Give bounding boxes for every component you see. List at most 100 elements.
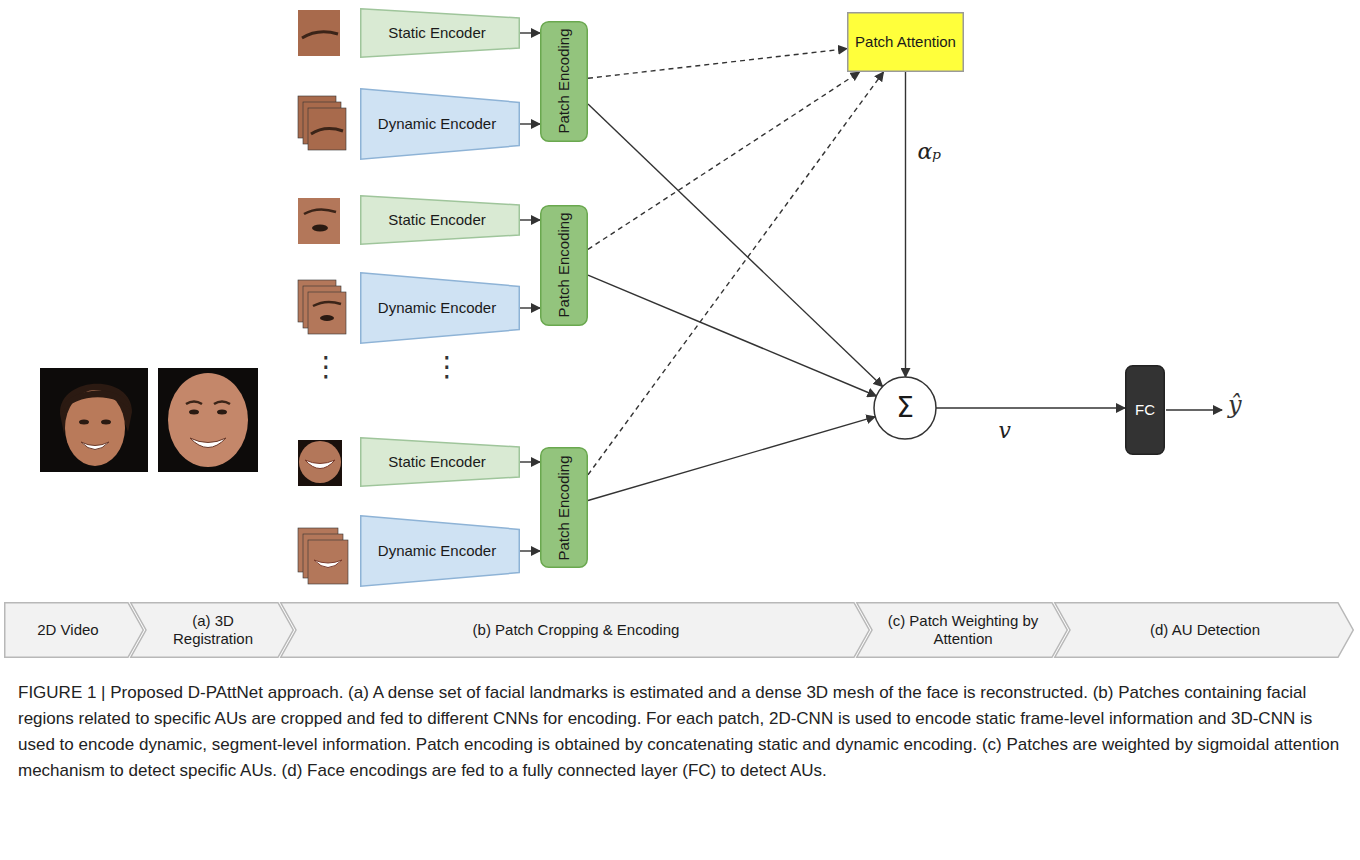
static-encoder: Static Encoder	[360, 437, 520, 487]
registered-face-part	[168, 373, 248, 467]
pipeline-step: (a) 3D Registration	[130, 602, 294, 658]
dynamic-patch-mouth-part	[314, 560, 342, 568]
dynamic-patch-eye-part	[308, 292, 346, 334]
node-label: 2D Video	[37, 621, 98, 639]
output-symbol: ŷ	[1228, 392, 1242, 418]
pipeline-step: (d) AU Detection	[1054, 602, 1354, 658]
node-label: Dynamic Encoder	[378, 542, 496, 560]
ellipsis-dots: ⋮	[312, 352, 340, 383]
input-face-photo-part	[60, 390, 132, 414]
dynamic-patch-brow-part	[308, 108, 346, 150]
figure-caption: FIGURE 1 | Proposed D-PAttNet approach. …	[18, 680, 1340, 784]
connector-arrow	[588, 275, 876, 396]
edge-label: v	[997, 418, 1013, 443]
shape-outline	[131, 603, 294, 658]
node-label: Dynamic Encoder	[378, 299, 496, 317]
output-arrow	[1166, 410, 1222, 411]
node-label: Static Encoder	[388, 24, 486, 42]
box-outline	[541, 205, 588, 325]
sum-circle: Σ	[873, 376, 937, 440]
shape-outline	[281, 603, 870, 658]
patch-encoding-box: Patch Encoding	[540, 205, 588, 326]
node-label: Static Encoder	[388, 453, 486, 471]
connector-arrow	[588, 49, 847, 79]
registered-face-part	[189, 410, 199, 415]
edge-label: αₚ	[916, 139, 944, 164]
shape-outline	[361, 89, 520, 160]
node-label: Patch Encoding	[555, 455, 573, 560]
node-label: Patch Attention	[855, 33, 956, 51]
node-label: FC	[1135, 401, 1155, 419]
pipeline-step: (c) Patch Weighting by Attention	[856, 602, 1068, 658]
dynamic-patch-eye-part	[320, 315, 334, 321]
static-patch-brow-part	[298, 10, 340, 56]
connector-arrow	[588, 417, 875, 501]
node-label: (b) Patch Cropping & Encoding	[473, 621, 680, 639]
dynamic-patch-eye-part	[313, 302, 341, 306]
node-label: Static Encoder	[388, 211, 486, 229]
dynamic-encoder: Dynamic Encoder	[360, 272, 520, 344]
shape-outline	[361, 196, 520, 245]
input-face-photo-part	[81, 442, 109, 450]
registered-face-part	[217, 410, 227, 415]
node-label: Patch Encoding	[555, 212, 573, 317]
ellipsis-dots: ⋮	[433, 352, 461, 383]
connector-arrow	[588, 104, 883, 387]
connector-arrow	[520, 32, 540, 33]
connector-arrow	[520, 123, 540, 124]
shape-outline	[857, 603, 1068, 658]
pipeline-step: 2D Video	[4, 602, 144, 658]
node-label: (c) Patch Weighting by Attention	[880, 612, 1046, 648]
node-label: Σ	[896, 391, 914, 425]
box-outline	[541, 448, 588, 568]
shape-outline	[361, 516, 520, 587]
connector-arrow	[936, 407, 1125, 408]
connector-arrow	[520, 550, 540, 551]
node-label: Patch Encoding	[555, 28, 573, 133]
registered-face	[158, 368, 258, 472]
registered-face-part	[214, 402, 230, 405]
shape-outline	[361, 438, 520, 487]
dynamic-patch-mouth	[298, 528, 348, 584]
input-face-photo	[40, 368, 148, 472]
static-patch-mouth-part	[299, 441, 341, 483]
patch-attention-box: Patch Attention	[847, 12, 964, 72]
circle-outline	[874, 377, 936, 439]
shape-outline	[361, 273, 520, 344]
box-outline	[541, 21, 588, 141]
patch-encoding-box: Patch Encoding	[540, 21, 588, 142]
registered-face-part	[186, 402, 202, 405]
input-face-photo-part	[40, 368, 148, 472]
static-patch-eye	[298, 198, 340, 244]
box-outline	[848, 13, 964, 72]
input-face-photo-part	[101, 420, 111, 425]
dynamic-patch-mouth-part	[308, 540, 348, 584]
connector-arrow	[520, 461, 540, 462]
static-encoder: Static Encoder	[360, 8, 520, 58]
static-patch-mouth-part	[305, 460, 335, 469]
dynamic-patch-brow	[298, 96, 346, 150]
static-patch-eye-part	[304, 209, 336, 214]
shape-outline	[361, 9, 520, 58]
dynamic-patch-eye	[298, 280, 346, 334]
dynamic-encoder: Dynamic Encoder	[360, 88, 520, 160]
patch-encoding-box: Patch Encoding	[540, 447, 588, 568]
static-patch-brow-part	[302, 32, 338, 38]
box-outline	[1126, 366, 1165, 455]
connector-arrow	[905, 72, 906, 377]
connector-arrow	[520, 219, 540, 220]
connector-arrow	[588, 72, 883, 475]
node-label: Dynamic Encoder	[378, 115, 496, 133]
output-arrow-part	[1166, 409, 1222, 410]
connector-arrow	[520, 307, 540, 308]
shape-outline	[1055, 603, 1354, 658]
shape-outline	[5, 603, 144, 658]
static-patch-eye-part	[298, 198, 340, 244]
registered-face-part	[158, 368, 258, 472]
input-face-photo-part	[79, 420, 89, 425]
registered-face-part	[190, 438, 226, 448]
static-patch-mouth-part	[298, 440, 342, 486]
dynamic-patch-brow-part	[311, 129, 343, 134]
